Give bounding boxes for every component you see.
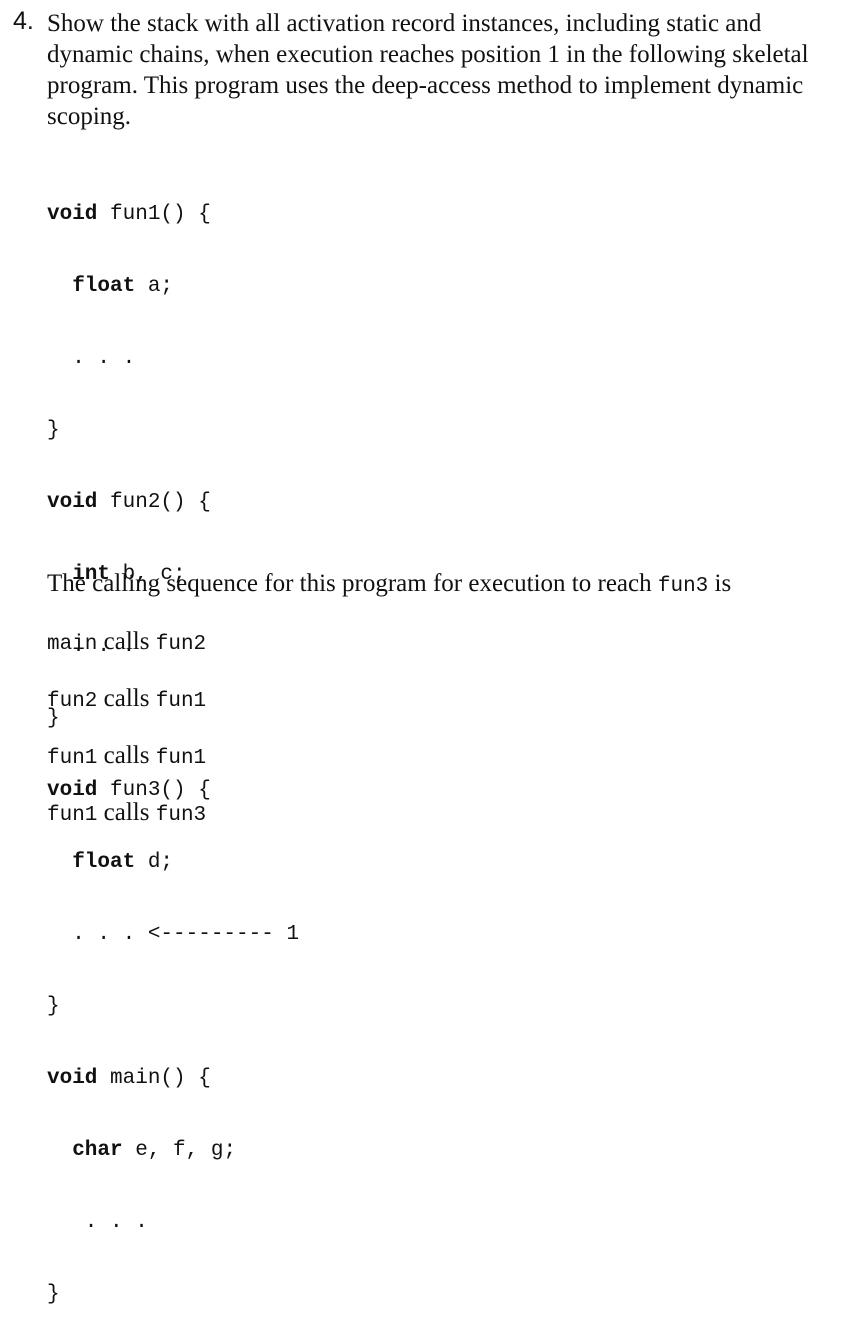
code-line: } xyxy=(47,707,299,731)
code-text: } xyxy=(47,995,60,1018)
intro-end: is xyxy=(708,570,732,597)
code-text: . . . xyxy=(47,1211,148,1234)
code-keyword: void xyxy=(47,1067,98,1090)
calls-verb: calls xyxy=(97,742,156,769)
code-text: } xyxy=(47,1283,60,1306)
code-text: a; xyxy=(135,275,174,298)
code-keyword: float xyxy=(47,851,136,874)
call-step: main calls fun2 xyxy=(47,626,206,660)
question-number: 4. xyxy=(13,7,34,35)
code-text: fun2() { xyxy=(97,491,211,514)
intro-text: The calling sequence for this program fo… xyxy=(47,570,658,597)
call-step: fun1 calls fun1 xyxy=(47,740,206,774)
code-text: fun1() { xyxy=(97,203,211,226)
code-line-position-marker: . . . <--------- 1 xyxy=(47,923,299,947)
code-line: void fun1() { xyxy=(47,203,299,227)
caller-name: fun2 xyxy=(47,690,98,713)
callee-name: fun2 xyxy=(155,633,207,656)
code-keyword: int xyxy=(47,563,111,586)
code-text: e, f, g; xyxy=(122,1139,237,1162)
code-keyword: void xyxy=(47,203,98,226)
code-line: void main() { xyxy=(47,1067,299,1091)
callee-name: fun3 xyxy=(155,804,207,827)
code-line: char e, f, g; xyxy=(47,1139,299,1163)
code-keyword: void xyxy=(47,779,98,802)
callee-name: fun1 xyxy=(155,747,207,770)
code-keyword: char xyxy=(47,1139,123,1162)
code-text: d; xyxy=(135,851,174,874)
code-line: void fun2() { xyxy=(47,491,299,515)
code-line: . . . xyxy=(47,1211,299,1235)
caller-name: fun1 xyxy=(47,747,98,770)
code-text: . . . xyxy=(47,635,136,658)
call-step: fun2 calls fun1 xyxy=(47,683,206,717)
code-text: . . . xyxy=(47,347,136,370)
question-text: Show the stack with all activation recor… xyxy=(47,10,809,130)
code-text: } xyxy=(47,419,60,442)
caller-name: fun1 xyxy=(47,804,98,827)
code-line: } xyxy=(47,1283,299,1307)
callee-name: fun1 xyxy=(155,690,207,713)
code-line: } xyxy=(47,995,299,1019)
code-line: float d; xyxy=(47,851,299,875)
call-step: fun1 calls fun3 xyxy=(47,797,206,831)
calls-verb: calls xyxy=(97,685,156,712)
caller-name: main xyxy=(47,633,98,656)
code-line: . . . xyxy=(47,347,299,371)
code-text: . . . <--------- 1 xyxy=(47,923,300,946)
code-line: int b, c; xyxy=(47,563,299,587)
code-text: b, c; xyxy=(110,563,186,586)
intro-function-name: fun3 xyxy=(657,575,709,598)
calling-sequence-intro: The calling sequence for this program fo… xyxy=(47,568,731,602)
code-line: float a; xyxy=(47,275,299,299)
code-line: } xyxy=(47,419,299,443)
code-text: } xyxy=(47,707,60,730)
calls-verb: calls xyxy=(97,799,156,826)
code-keyword: void xyxy=(47,491,98,514)
calls-verb: calls xyxy=(97,628,156,655)
code-text: main() { xyxy=(97,1067,211,1090)
code-line: . . . xyxy=(47,635,299,659)
code-keyword: float xyxy=(47,275,136,298)
code-line: void fun3() { xyxy=(47,779,299,803)
code-text: fun3() { xyxy=(97,779,211,802)
